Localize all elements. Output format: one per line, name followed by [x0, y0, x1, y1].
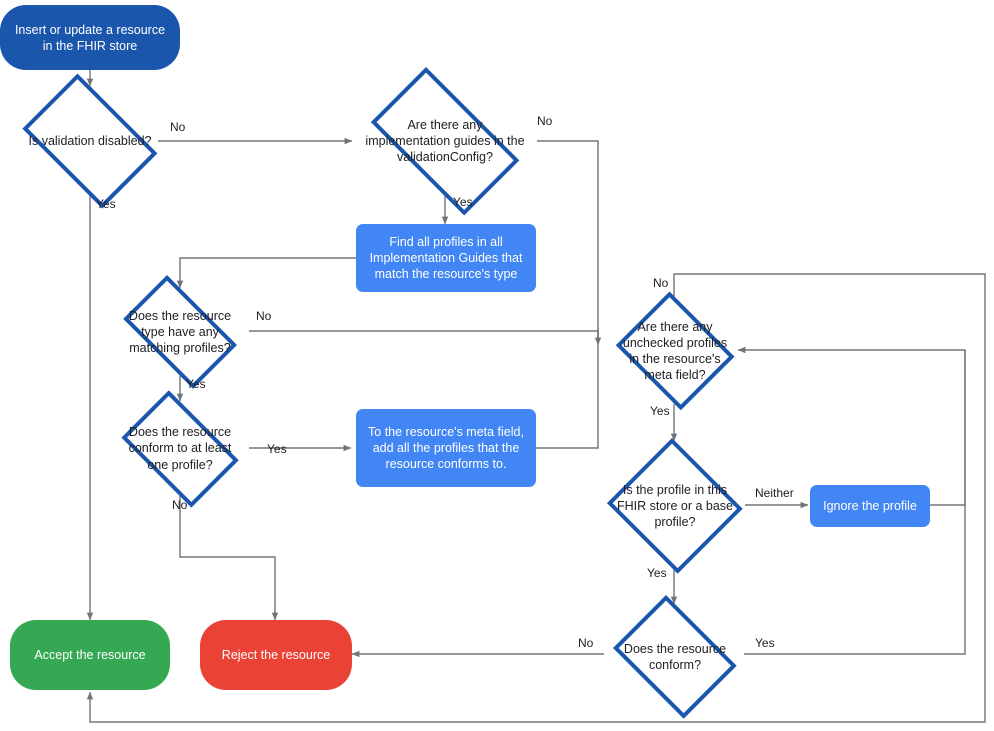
node-reject-the-resource-label: Reject the resource [221, 648, 331, 662]
edge-label-resourceconform-yes: Yes [755, 636, 775, 650]
edge-label-validation-no: No [170, 120, 186, 134]
node-is-validation-disabled[interactable]: Is validation disabled? [10, 73, 170, 209]
edge-label-matching-yes: Yes [186, 377, 206, 391]
node-ignore-the-profile[interactable]: Ignore the profile [810, 485, 930, 527]
node-accept-the-resource[interactable]: Accept the resource [10, 620, 170, 690]
edge-conformone-no-to-reject [179, 495, 279, 621]
edge-label-baseprofile-neither: Neither [755, 486, 794, 500]
node-are-there-implementation-guides-label: Are there any implementation guides in t… [365, 117, 525, 165]
edge-resourceconform-yes-to-unchecked [744, 350, 966, 655]
node-find-all-profiles[interactable]: Find all profiles in all Implementation … [356, 224, 536, 292]
edge-unchecked-no-to-accept [86, 273, 986, 723]
edge-label-conformone-no: No [172, 498, 188, 512]
edge-label-resourceconform-no: No [578, 636, 594, 650]
edge-label-unchecked-no: No [653, 276, 669, 290]
node-unchecked-profiles-in-meta-label: Are there any unchecked profiles in the … [622, 319, 728, 383]
edge-ignore-to-unchecked [737, 346, 966, 506]
edge-label-validation-yes: Yes [96, 197, 116, 211]
node-does-resource-conform[interactable]: Does the resource conform? [604, 595, 746, 719]
node-is-validation-disabled-label: Is validation disabled? [28, 133, 152, 148]
node-profile-in-store-or-base[interactable]: Is the profile in this FHIR store or a b… [604, 438, 746, 574]
node-accept-the-resource-label: Accept the resource [34, 648, 146, 662]
node-resource-type-matching-profiles-label: Does the resource type have any matching… [128, 308, 232, 356]
edge-findprofiles-to-matching [176, 257, 356, 289]
node-start[interactable]: Insert or update a resource in the FHIR … [0, 5, 180, 70]
edge-label-conformone-yes: Yes [267, 442, 287, 456]
node-profile-in-store-or-base-label: Is the profile in this FHIR store or a b… [616, 482, 733, 530]
node-ignore-the-profile-label: Ignore the profile [823, 499, 917, 513]
node-add-profiles-to-meta-label: To the resource's meta field, add all th… [368, 425, 524, 471]
node-unchecked-profiles-in-meta[interactable]: Are there any unchecked profiles in the … [610, 291, 740, 411]
node-conform-to-at-least-one-profile-label: Does the resource conform to at least on… [128, 425, 232, 472]
node-add-profiles-to-meta[interactable]: To the resource's meta field, add all th… [356, 409, 536, 487]
node-does-resource-conform-label: Does the resource conform? [623, 641, 727, 672]
edge-label-unchecked-yes: Yes [650, 404, 670, 418]
edge-implguides-no-seg [537, 140, 599, 341]
node-conform-to-at-least-one-profile[interactable]: Does the resource conform to at least on… [110, 389, 250, 508]
node-reject-the-resource[interactable]: Reject the resource [200, 620, 352, 690]
node-resource-type-matching-profiles[interactable]: Does the resource type have any matching… [110, 275, 250, 389]
edge-label-baseprofile-yes: Yes [647, 566, 667, 580]
node-are-there-implementation-guides[interactable]: Are there any implementation guides in t… [352, 67, 538, 215]
edge-addprofiles-to-unchecked [535, 331, 599, 449]
node-start-label: Insert or update a resource in the FHIR … [14, 22, 166, 53]
edge-label-implguides-no: No [537, 114, 553, 128]
edge-label-matching-no: No [256, 309, 272, 323]
edge-label-implguides-yes: Yes [453, 195, 473, 209]
node-find-all-profiles-label: Find all profiles in all Implementation … [369, 235, 523, 281]
